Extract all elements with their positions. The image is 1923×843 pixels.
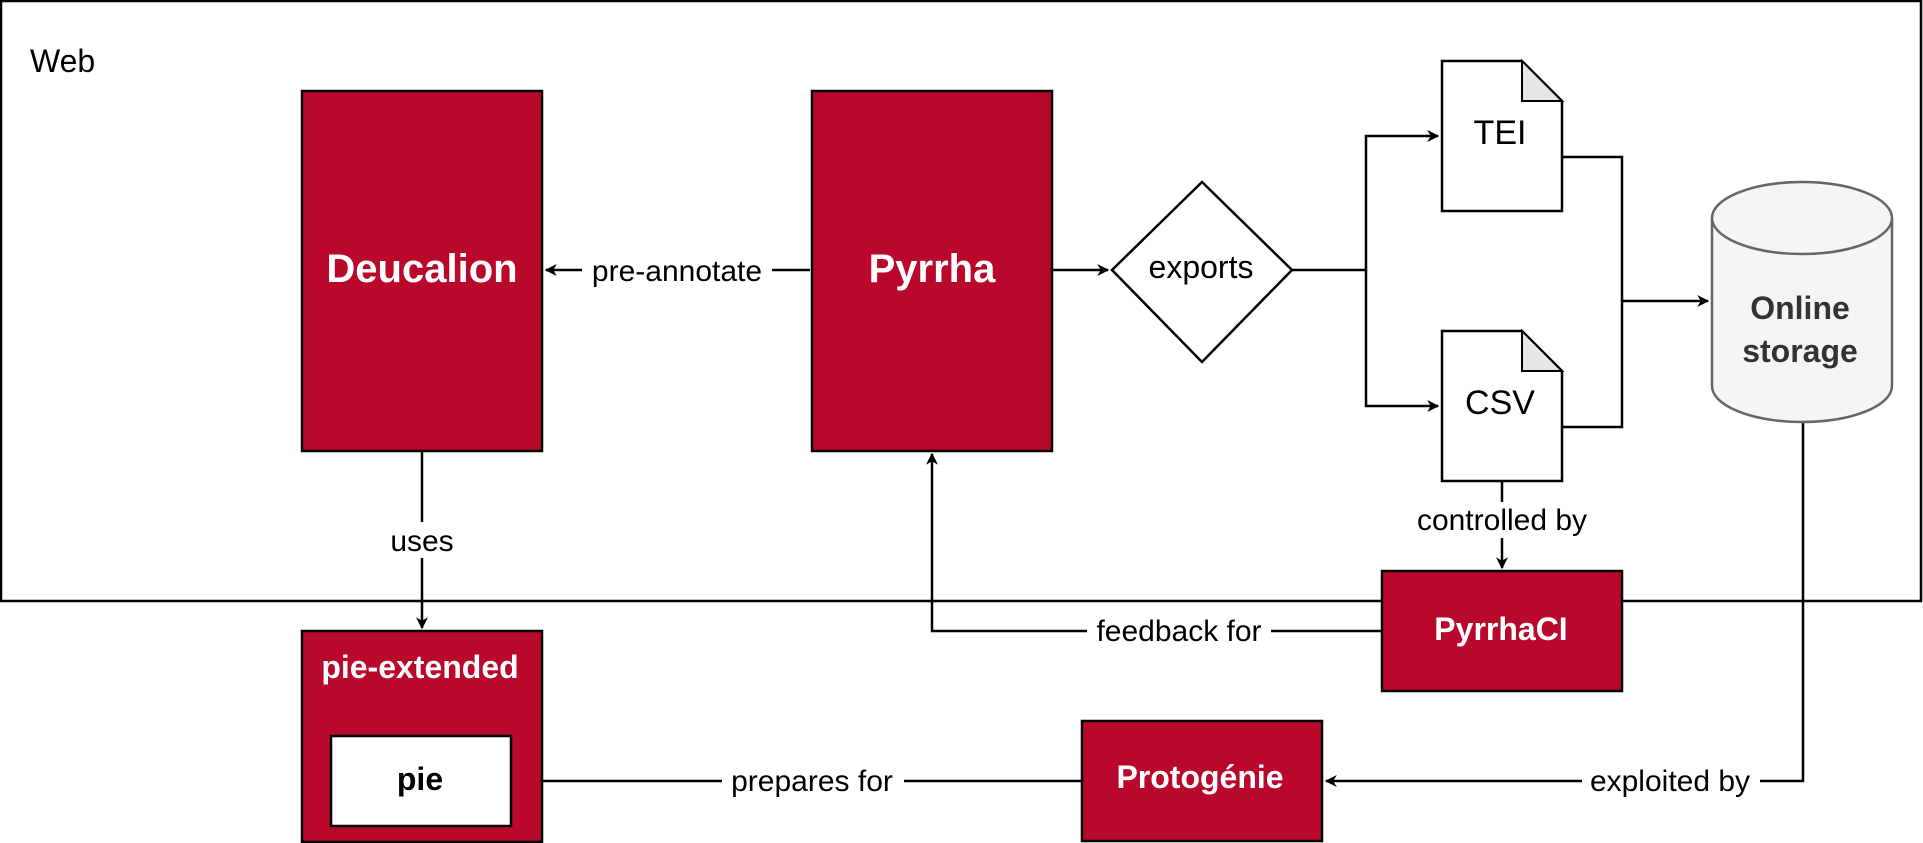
edge-label-exploited-by: exploited by [1590,765,1750,798]
node-pie-label: pie [397,761,443,797]
node-storage-line1: Online [1750,290,1850,326]
edge-controlled-by: controlled by [1402,482,1602,570]
edge-label-pre-annotate: pre-annotate [592,255,762,288]
edge-label-feedback-for: feedback for [1096,615,1261,648]
node-pie: pie [329,734,513,828]
edge-files-storage [1562,155,1624,429]
node-protogenie-label: Protogénie [1116,759,1283,795]
node-deucalion-label: Deucalion [326,247,517,291]
node-pyrrha: Pyrrha [810,89,1054,453]
edge-uses: uses [380,452,464,630]
web-container-label: Web [30,43,95,79]
node-online-storage: Online storage [1710,180,1894,424]
node-tei-label: TEI [1474,114,1527,152]
node-pie-extended-label: pie-extended [321,649,518,685]
node-csv-label: CSV [1465,384,1535,422]
edge-exports-csv [1364,270,1440,412]
edge-pre-annotate: pre-annotate [544,252,810,288]
node-csv-file: CSV [1440,328,1565,483]
edge-label-prepares-for: prepares for [731,765,893,798]
node-protogenie: Protogénie [1080,719,1324,843]
node-storage-line2: storage [1742,333,1858,369]
node-tei-file: TEI [1440,58,1565,213]
node-deucalion: Deucalion [300,89,544,453]
edge-label-controlled-by: controlled by [1417,504,1587,537]
edge-prepares-for: prepares for [512,764,1082,800]
node-exports-label: exports [1149,249,1254,285]
node-pyrrhaci: PyrrhaCI [1380,569,1624,693]
node-exports: exports [1110,180,1294,364]
edge-label-uses: uses [390,525,453,558]
edge-feedback-for: feedback for [926,452,1382,650]
web-container: Web [0,0,1923,603]
node-pyrrhaci-label: PyrrhaCI [1434,611,1567,647]
edge-exploited-by: exploited by [1324,422,1805,800]
edge-exports-tei [1292,130,1440,272]
file-fold-icon [1521,328,1565,372]
node-pyrrha-label: Pyrrha [869,247,996,291]
file-fold-icon [1521,58,1565,102]
